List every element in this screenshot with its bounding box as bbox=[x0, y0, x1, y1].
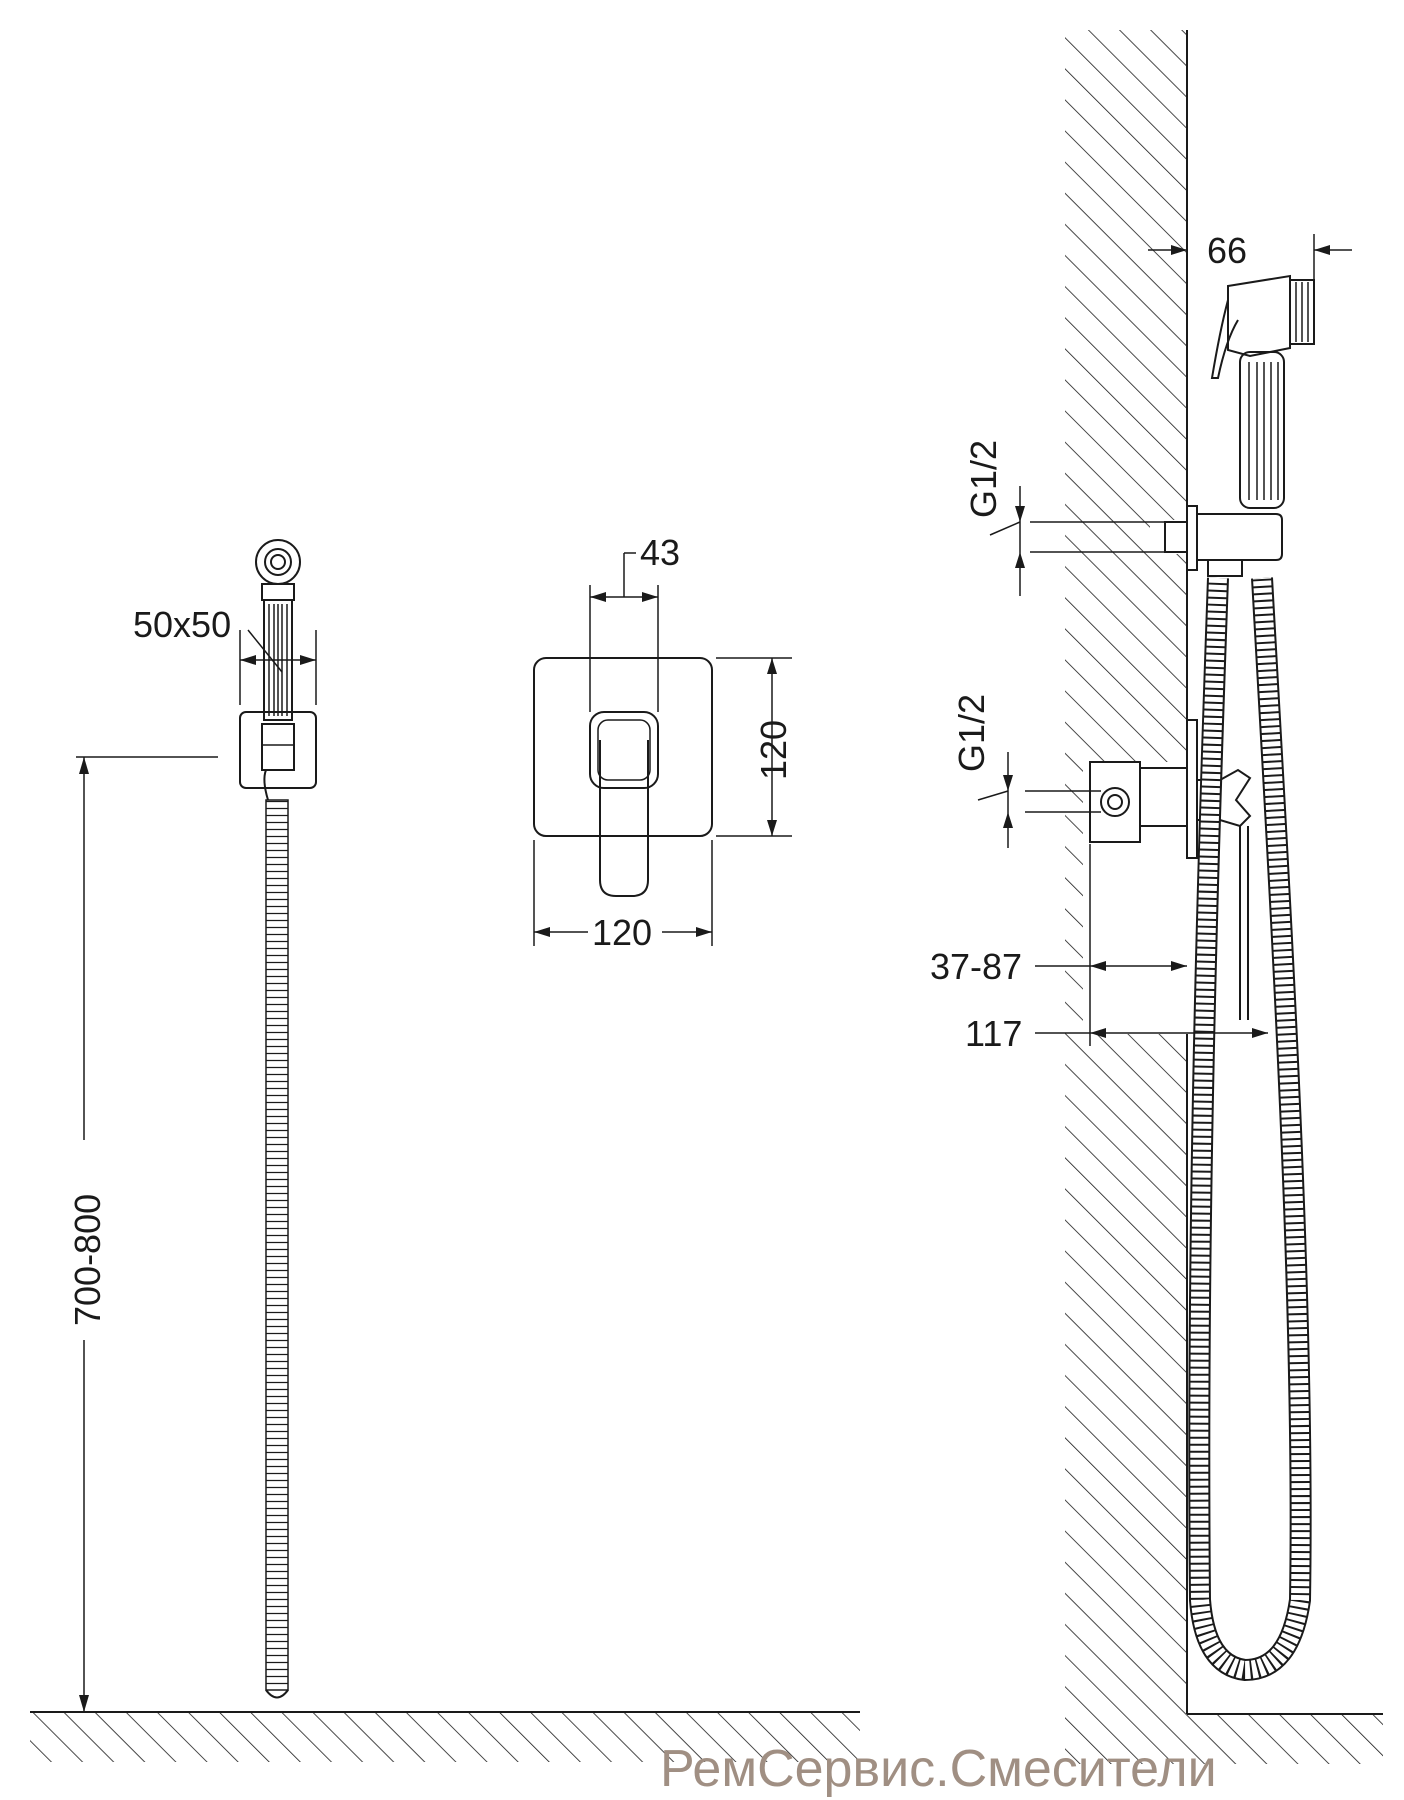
front-view-shower bbox=[239, 539, 317, 1699]
upper-wall-outlet bbox=[1030, 505, 1283, 577]
dim-thread-top: G1/2 bbox=[963, 440, 1025, 596]
dim-120-horizontal: 120 bbox=[533, 840, 713, 953]
dim-43: 43 bbox=[589, 532, 680, 712]
dim-66: 66 bbox=[1148, 230, 1352, 500]
thread-bottom-label: G1/2 bbox=[951, 694, 992, 772]
dim-holder-size-label: 50x50 bbox=[133, 604, 231, 645]
floor-hatching bbox=[30, 1711, 860, 1762]
wall-section bbox=[1065, 30, 1383, 1764]
dim-lever-width-label: 43 bbox=[640, 532, 680, 573]
dim-spray-depth-label: 66 bbox=[1207, 230, 1247, 271]
dim-plate-width-label: 120 bbox=[592, 912, 652, 953]
dim-700-800: 700-800 bbox=[67, 756, 218, 1712]
watermark: РемСервис.Смесители bbox=[660, 1740, 1217, 1798]
dim-total-depth-label: 117 bbox=[965, 1013, 1022, 1054]
dim-thread-bottom: G1/2 bbox=[951, 694, 1013, 848]
mixer-side-body bbox=[1025, 719, 1252, 1020]
thread-top-label: G1/2 bbox=[963, 440, 1004, 518]
side-view-spray-head bbox=[1210, 274, 1315, 509]
dim-plate-height-label: 120 bbox=[753, 720, 794, 780]
dim-mount-depth-label: 37-87 bbox=[930, 946, 1022, 987]
mixer-front-view bbox=[533, 657, 713, 897]
dim-37-87: 37-87 bbox=[930, 844, 1187, 1046]
dim-hose-height-label: 700-800 bbox=[67, 1194, 108, 1326]
hose-loop bbox=[1188, 577, 1312, 1682]
dim-120-vertical: 120 bbox=[716, 657, 794, 837]
dim-50x50: 50x50 bbox=[133, 604, 317, 705]
dim-117: 117 bbox=[965, 1013, 1268, 1054]
